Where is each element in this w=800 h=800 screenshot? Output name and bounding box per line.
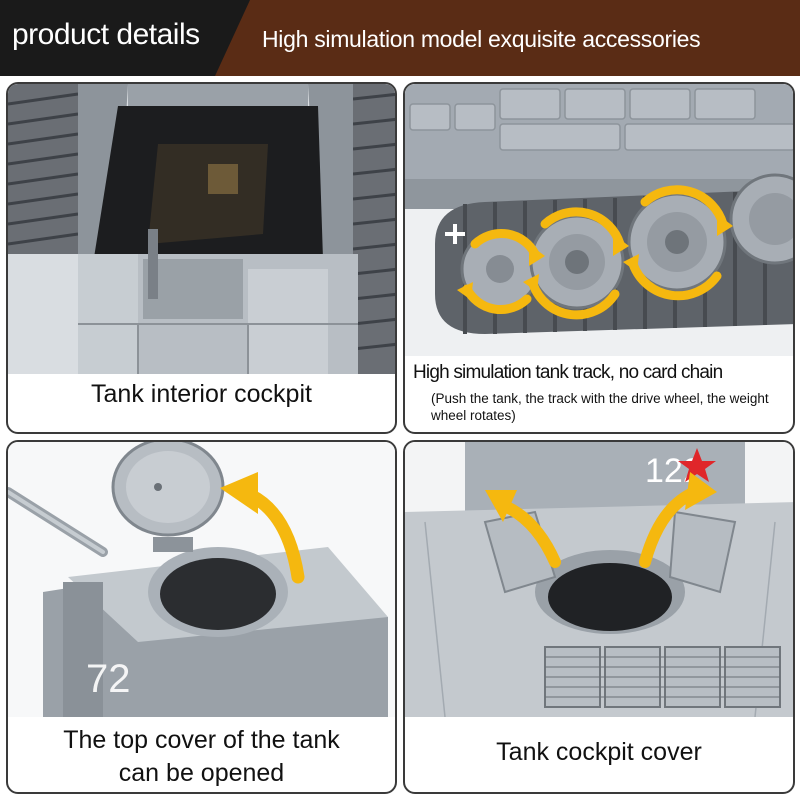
left-track [8, 84, 78, 254]
panel-cockpit-cover: 122 [403, 440, 795, 794]
opening-arrow-icon [220, 472, 305, 584]
header-right-title: High simulation model exquisite accessor… [262, 26, 701, 52]
caption-top-cover-line1: The top cover of the tank [63, 726, 340, 754]
svg-text:72: 72 [86, 657, 131, 701]
red-star-icon [678, 448, 716, 482]
caption-interior-cockpit: Tank interior cockpit [91, 380, 312, 408]
track-image [405, 84, 793, 356]
header-left-title: product details [12, 18, 200, 51]
top-cover-image: 72 [8, 442, 395, 717]
header-left-block [0, 0, 250, 76]
caption-cockpit-cover: Tank cockpit cover [496, 738, 702, 766]
header-banner: product details High simulation model ex… [0, 0, 800, 76]
panel-top-cover: 72 The top cover of the tank can be open… [6, 440, 397, 794]
cockpit-cover-image: 122 [405, 442, 793, 717]
subcaption-track: (Push the tank, the track with the drive… [431, 391, 769, 423]
panel-track: High simulation tank track, no card chai… [403, 82, 795, 434]
panel-interior-cockpit: Tank interior cockpit [6, 82, 397, 434]
caption-track: High simulation tank track, no card chai… [413, 362, 723, 383]
caption-top-cover: The top cover of the tank can be opened [8, 724, 395, 790]
interior-cockpit-image [8, 84, 395, 374]
road-wheels [460, 173, 793, 310]
caption-top-cover-line2: can be opened [118, 759, 285, 787]
